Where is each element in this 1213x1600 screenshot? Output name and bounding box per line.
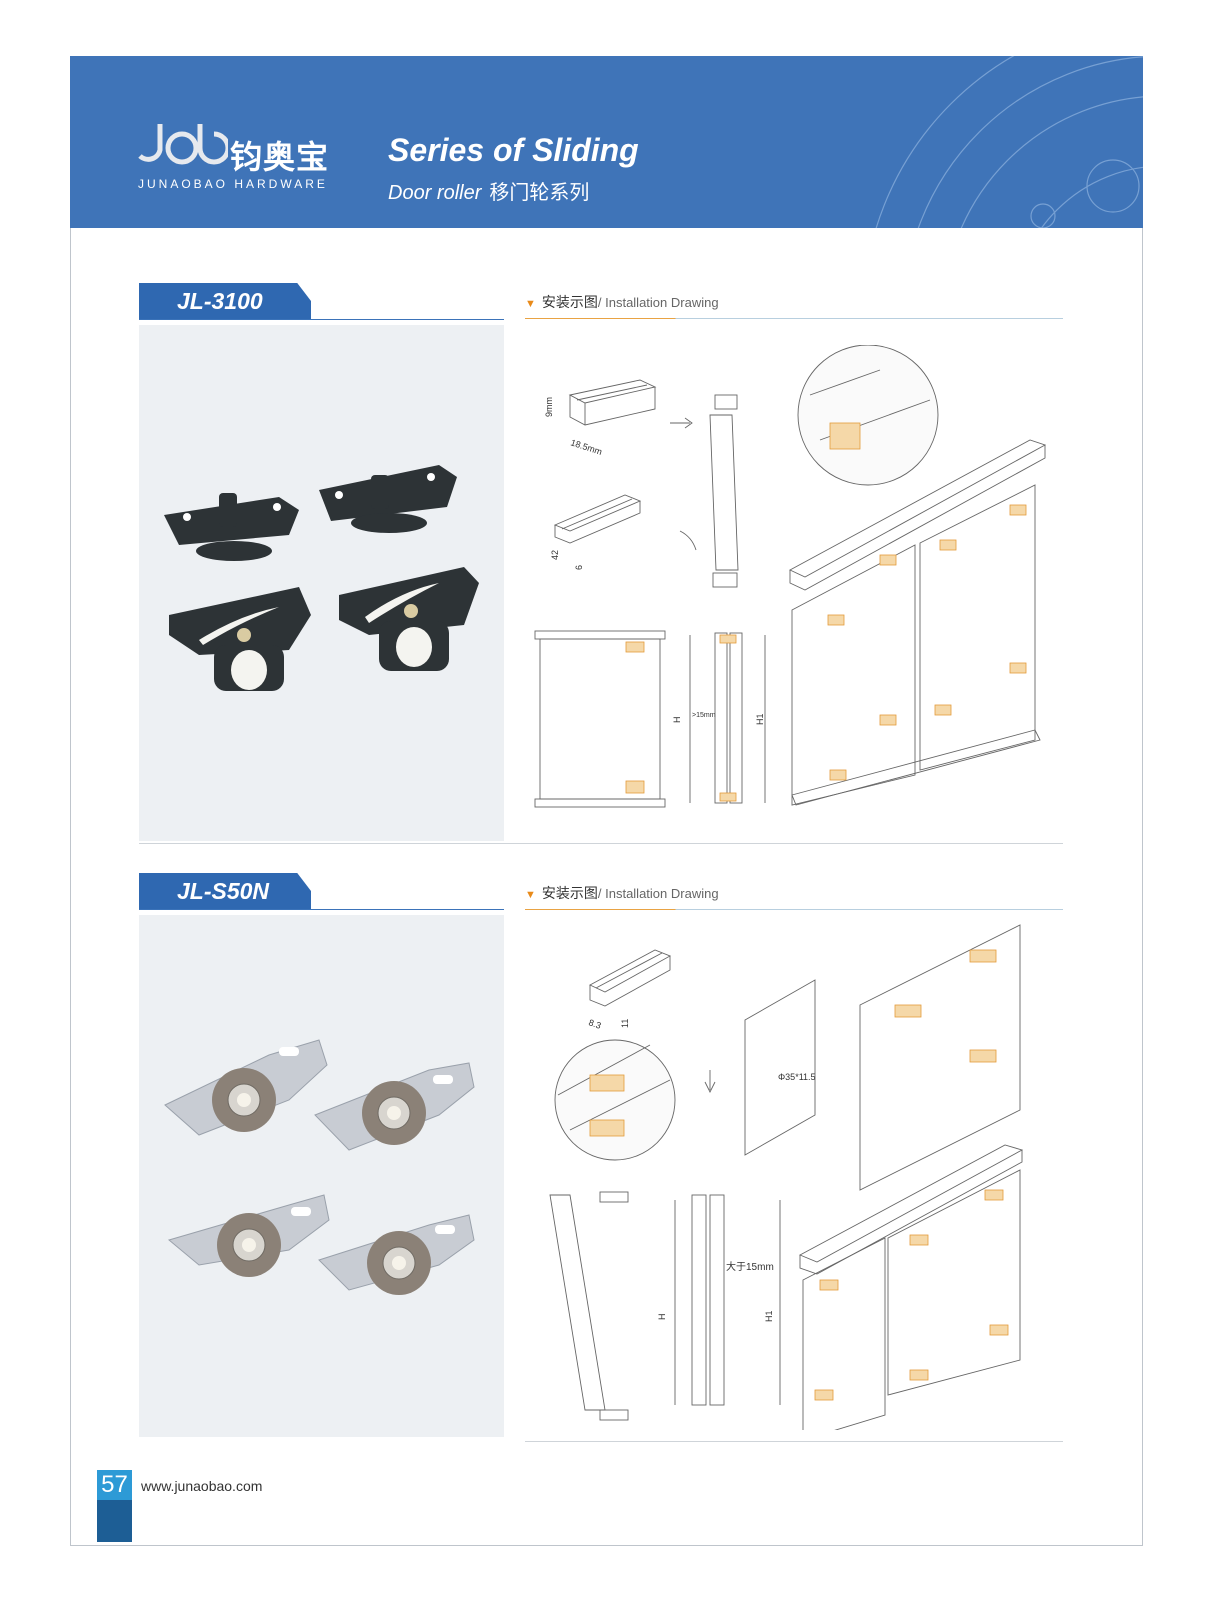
model-underline-1	[139, 319, 504, 320]
product-photo-1	[139, 325, 504, 841]
series-subtitle-cn: 移门轮系列	[489, 182, 590, 204]
installation-drawing-2: 8.3 11 Φ35*11.5 大于15mm H H1	[530, 920, 1060, 1441]
product-photo-2	[139, 915, 504, 1437]
decorative-arcs	[875, 56, 1143, 228]
triangle-bullet-icon: ▼	[525, 298, 536, 310]
brand-name-en: JUNAOBAO HARDWARE	[138, 177, 328, 191]
svg-text:9mm: 9mm	[544, 397, 554, 417]
section-divider	[139, 843, 1063, 844]
junaobao-logo	[138, 124, 228, 165]
page-number: 57	[97, 1470, 132, 1500]
svg-text:大于15mm: 大于15mm	[726, 1260, 774, 1273]
roller-illustration-1	[164, 465, 479, 691]
drawing-heading-1: ▼ 安装示图/ Installation Drawing	[525, 292, 719, 312]
series-title: Series of Sliding	[388, 132, 639, 168]
svg-text:Φ35*11.5: Φ35*11.5	[778, 1072, 816, 1082]
model-tag-2: JL-S50N	[139, 873, 311, 909]
drawing-title-en-1: / Installation Drawing	[597, 295, 719, 310]
drawing-underline-1	[525, 318, 1063, 319]
website-link[interactable]: www.junaobao.com	[141, 1478, 263, 1494]
installation-drawing-1: 9mm 18.5mm 42 6 H H1 >15mm	[530, 344, 1060, 825]
bottom-divider	[525, 1441, 1063, 1442]
drawing-title-cn-2: 安装示图	[541, 885, 598, 901]
triangle-bullet-icon: ▼	[525, 889, 536, 901]
svg-text:8.3: 8.3	[587, 1017, 602, 1030]
svg-text:H: H	[657, 1314, 667, 1321]
svg-text:>15mm: >15mm	[692, 712, 716, 719]
roller-illustration-2	[164, 1039, 475, 1295]
series-subtitle-en: Door roller	[388, 182, 482, 204]
svg-text:H1: H1	[764, 1310, 774, 1322]
svg-text:11: 11	[620, 1019, 630, 1028]
drawing-title-cn-1: 安装示图	[541, 294, 598, 310]
drawing-underline-2	[525, 909, 1063, 910]
svg-text:6: 6	[574, 565, 584, 570]
series-subtitle: Door roller 移门轮系列	[388, 176, 589, 205]
drawing-heading-2: ▼ 安装示图/ Installation Drawing	[525, 883, 719, 903]
model-tag-1: JL-3100	[139, 283, 311, 319]
page-number-bar	[97, 1500, 132, 1542]
svg-text:42: 42	[550, 550, 560, 560]
brand-name-cn: 钧奥宝	[230, 139, 330, 175]
svg-text:H1: H1	[755, 713, 765, 725]
drawing-title-en-2: / Installation Drawing	[597, 886, 719, 901]
header-banner: 钧奥宝 JUNAOBAO HARDWARE Series of Sliding …	[70, 56, 1143, 228]
model-underline-2	[139, 909, 504, 910]
svg-text:18.5mm: 18.5mm	[569, 437, 603, 457]
page-number-block: 57	[97, 1470, 132, 1542]
svg-text:H: H	[672, 717, 682, 724]
